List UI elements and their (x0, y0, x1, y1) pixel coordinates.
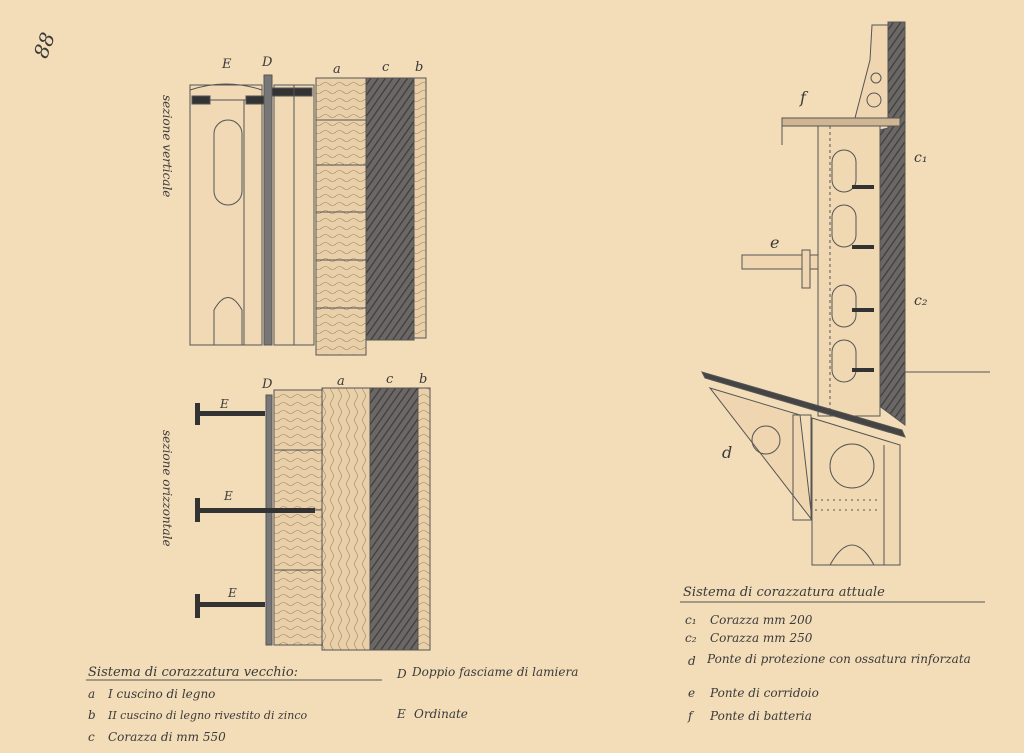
page-number: 88 (29, 29, 60, 61)
legend-new-text-e: Ponte di corridoio (709, 686, 819, 700)
legend-old-key-a: a (88, 687, 95, 701)
label-E-top: E (221, 57, 232, 72)
legend-new-key-c2: c₂ (685, 631, 697, 645)
label-c2: c₂ (914, 293, 928, 309)
label-e: e (770, 233, 779, 252)
legend-new-text-f: Ponte di batteria (709, 709, 812, 723)
legend-old-text-a: I cuscino di legno (107, 687, 215, 701)
label-c-mid: c (386, 372, 394, 387)
label-D-mid: D (261, 377, 273, 392)
label-c1: c₁ (914, 150, 927, 166)
legend-old-title: Sistema di corazzatura vecchio: (88, 665, 298, 680)
current-armour-drawing (701, 21, 990, 566)
label-a-top: a (333, 62, 341, 77)
legend-new-text-c1: Corazza mm 200 (710, 613, 813, 627)
legend-old-key-b: b (88, 708, 96, 722)
vertical-section-drawing (189, 74, 427, 356)
legend-new-key-d: d (688, 654, 696, 668)
legend-old-text-b: II cuscino di legno rivestito di zinco (107, 709, 308, 722)
legend-old-key-D: D (396, 667, 407, 681)
legend-old-text-c: Corazza di mm 550 (108, 730, 226, 744)
vertical-section-label: sezione verticale (160, 95, 174, 197)
legend-new-key-e: e (688, 686, 695, 700)
legend-new-text-c2: Corazza mm 250 (710, 631, 813, 645)
label-b-mid: b (419, 372, 427, 387)
label-c-top: c (382, 60, 390, 75)
legend-old-text-D: Doppio fasciame di lamiera (412, 665, 579, 679)
label-D-top: D (261, 55, 273, 70)
label-d: d (722, 443, 732, 462)
label-a-mid: a (337, 374, 345, 389)
horizontal-section-label: sezione orizzontale (160, 430, 174, 547)
label-b-top: b (415, 60, 423, 75)
legend-old-text-E: Ordinate (414, 707, 468, 721)
label-E-2: E (223, 489, 233, 503)
legend-new-key-c1: c₁ (685, 613, 697, 627)
legend-old-key-E: E (396, 707, 406, 721)
label-E-1: E (219, 397, 229, 411)
label-f: f (799, 88, 809, 107)
horizontal-section-drawing (195, 387, 431, 651)
legend-new-text-d: Ponte di protezione con ossatura rinforz… (707, 652, 971, 666)
legend-new-title: Sistema di corazzatura attuale (683, 585, 885, 600)
legend-old-key-c: c (88, 730, 95, 744)
label-E-3: E (227, 586, 237, 600)
legend-new-key-f: f (687, 709, 695, 723)
